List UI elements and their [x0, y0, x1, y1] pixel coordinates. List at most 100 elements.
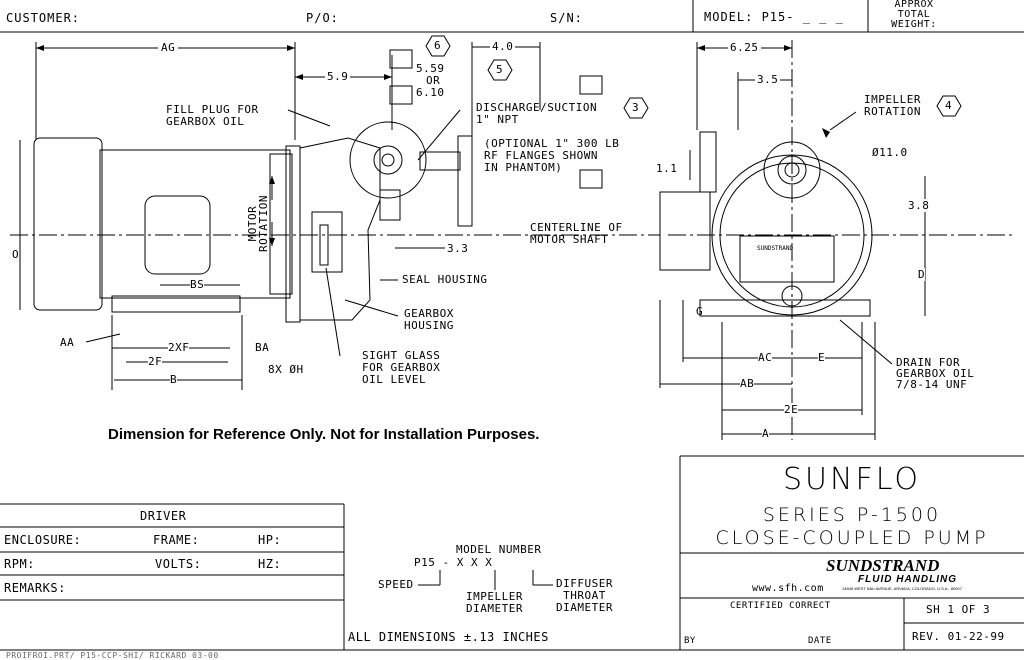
weight-line-2: TOTAL [897, 9, 931, 20]
gearbox-housing-label: GEARBOX HOUSING [404, 308, 454, 332]
dim-e: E [818, 351, 826, 364]
impeller-diameter-line2: DIAMETER [466, 602, 523, 615]
dim-or: OR [426, 74, 441, 87]
customer-label: CUSTOMER: [6, 11, 81, 25]
dim-4-0: 4.0 [490, 40, 516, 53]
dim-2f: 2F [148, 355, 163, 368]
impeller-rotation-label: IMPELLER ROTATION [864, 94, 921, 118]
remarks-label: REMARKS: [4, 581, 66, 595]
pump-type-title: CLOSE-COUPLED PUMP [715, 527, 989, 549]
diffuser-label: DIFFUSER THROAT DIAMETER [556, 578, 613, 614]
website: www.sfh.com [752, 583, 824, 594]
dim-ba: BA [255, 341, 270, 354]
motor-rotation-line2: ROTATION [257, 195, 270, 252]
nameplate-text: SUNDSTRAND [757, 245, 794, 252]
optional-line3: IN PHANTOM) [484, 161, 563, 174]
dim-a: A [762, 427, 770, 440]
discharge-line1: DISCHARGE/SUCTION [476, 101, 598, 114]
pump-inlet [763, 141, 821, 199]
impeller-line2: ROTATION [864, 105, 921, 118]
dim-ab: AB [740, 377, 755, 390]
discharge-label: DISCHARGE/SUCTION 1" NPT [476, 102, 597, 126]
balloon-6-label: 6 [434, 39, 442, 52]
frame-label: FRAME: [153, 533, 200, 547]
nameplate [739, 235, 835, 283]
discharge-line2: 1" NPT [476, 113, 519, 126]
dim-2e: 2E [784, 403, 799, 416]
centerline-label: CENTERLINE OF MOTOR SHAFT [530, 222, 623, 246]
balloon-4-label: 4 [945, 99, 953, 112]
dim-6-25: 6.25 [728, 41, 761, 54]
drain-line2: GEARBOX OIL [896, 367, 975, 380]
dim-3-5: 3.5 [755, 73, 781, 86]
gearbox-housing [299, 137, 381, 321]
model-label: MODEL: P15- _ _ _ [704, 10, 844, 24]
hz-label: HZ: [258, 557, 282, 571]
drain-line1: DRAIN FOR [896, 356, 961, 369]
diffuser-line1: DIFFUSER [556, 577, 613, 590]
address: 14845 WEST 64th AVENUE, ARVADA, COLORADO… [842, 586, 962, 591]
optional-line1: (OPTIONAL 1" 300 LB [484, 137, 620, 150]
balloon-3-label: 3 [632, 101, 640, 114]
weight-line-3: WEIGHT: [891, 19, 937, 30]
centerline-line1: CENTERLINE OF [530, 221, 623, 234]
motor-end-cap [33, 137, 103, 311]
sn-label: S/N: [550, 11, 583, 25]
seal-housing-label: SEAL HOUSING [402, 273, 488, 286]
optional-line2: RF FLANGES SHOWN [484, 149, 598, 162]
balloon-3 [623, 97, 649, 119]
impeller-line1: IMPELLER [864, 93, 921, 106]
enclosure-label: ENCLOSURE: [4, 533, 82, 547]
balloon-6 [425, 35, 451, 57]
weight-label: APPROX TOTAL WEIGHT: [884, 0, 944, 30]
sight-glass-line1: SIGHT GLASS [362, 349, 441, 362]
driver-title: DRIVER [140, 509, 187, 523]
dim-1-1: 1.1 [656, 162, 678, 175]
dim-h: 8X ØH [268, 363, 304, 376]
sheet-label: SH 1 OF 3 [926, 603, 991, 616]
dim-ag: AG [158, 41, 179, 54]
dim-g: G [696, 305, 704, 318]
end-view-foot [699, 299, 871, 317]
all-dimensions-note: ALL DIMENSIONS ±.13 INCHES [348, 630, 549, 644]
by-label: BY [684, 636, 696, 646]
dim-aa: AA [60, 336, 75, 349]
dim-3-8: 3.8 [908, 199, 930, 212]
series-title: SERIES P-1500 [762, 504, 942, 526]
sight-glass-line3: OIL LEVEL [362, 373, 427, 386]
balloon-5-label: 5 [496, 63, 504, 76]
gearbox-line1: GEARBOX [404, 307, 454, 320]
rpm-label: RPM: [4, 557, 35, 571]
file-path-footer: PROIFROI.PRT/ P15-CCP-SHI/ RICKARD 03-00 [6, 651, 219, 660]
sight-glass-label: SIGHT GLASS FOR GEARBOX OIL LEVEL [362, 350, 440, 386]
motor-body [99, 149, 291, 299]
dim-11-0: Ø11.0 [872, 146, 908, 159]
company-logo: SUNDSTRAND [826, 556, 940, 575]
dim-o: O [12, 248, 20, 261]
sight-glass-line2: FOR GEARBOX [362, 361, 441, 374]
conduit-box [144, 195, 211, 275]
diffuser-line3: DIAMETER [556, 601, 613, 614]
phantom-flange [457, 135, 473, 227]
certified-label: CERTIFIED CORRECT [730, 601, 831, 611]
impeller-diameter-label: IMPELLER DIAMETER [466, 591, 523, 615]
fill-plug-label: FILL PLUG FOR GEARBOX OIL [166, 104, 259, 128]
volts-label: VOLTS: [155, 557, 202, 571]
weight-line-1: APPROX [894, 0, 934, 10]
dim-5-9: 5.9 [325, 70, 351, 83]
date-label: DATE [808, 636, 832, 646]
model-number-title: MODEL NUMBER [456, 543, 542, 556]
dim-5-59: 5.59 [416, 62, 445, 75]
balloon-4 [936, 95, 962, 117]
dim-bs: BS [190, 278, 205, 291]
hp-label: HP: [258, 533, 282, 547]
dim-ac: AC [758, 351, 773, 364]
revision-label: REV. 01-22-99 [912, 630, 1005, 643]
centerline-line2: MOTOR SHAFT [530, 233, 609, 246]
optional-flange-label: (OPTIONAL 1" 300 LB RF FLANGES SHOWN IN … [484, 138, 619, 174]
motor-rotation-label: MOTOR ROTATION [246, 195, 270, 252]
brand-title: SUNFLO [783, 462, 921, 497]
impeller-diameter-line1: IMPELLER [466, 590, 523, 603]
division-label: FLUID HANDLING [858, 574, 957, 585]
